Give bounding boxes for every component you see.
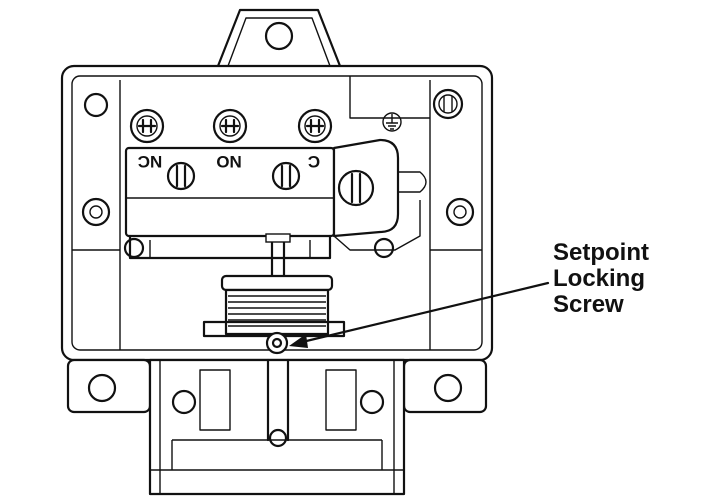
setpoint-locking-screw	[265, 331, 289, 355]
corner-hole-top-left	[83, 92, 109, 118]
callout-line-1: Setpoint	[553, 239, 649, 266]
callout-line-2: Locking	[553, 265, 646, 292]
mounting-screw-left	[81, 197, 111, 227]
terminal-screw-2	[212, 108, 248, 144]
pressure-fitting	[148, 358, 406, 496]
callout-line-3: Screw	[553, 291, 624, 318]
terminal-screw-3	[297, 108, 333, 144]
terminal-screw-1	[129, 108, 165, 144]
plunger	[265, 233, 291, 280]
top-mounting-tab	[216, 8, 342, 68]
threaded-adjuster	[202, 274, 346, 338]
terminal-label-c: C	[308, 152, 320, 171]
bottom-flange-right	[402, 358, 488, 414]
setpoint-locking-screw-label: Setpoint Locking Screw	[553, 240, 649, 318]
callout-arrow	[289, 281, 550, 348]
actuator-lever	[332, 138, 427, 238]
terminal-label-no: NO	[216, 152, 242, 171]
bracket	[123, 200, 421, 259]
bottom-flange-left	[66, 358, 152, 414]
terminal-label-nc: NC	[138, 152, 163, 171]
switch-screw-left	[166, 161, 196, 191]
ground-icon	[382, 112, 402, 132]
corner-hole-top-right	[432, 88, 464, 120]
switch-screw-right	[271, 161, 301, 191]
mounting-screw-right	[445, 197, 475, 227]
